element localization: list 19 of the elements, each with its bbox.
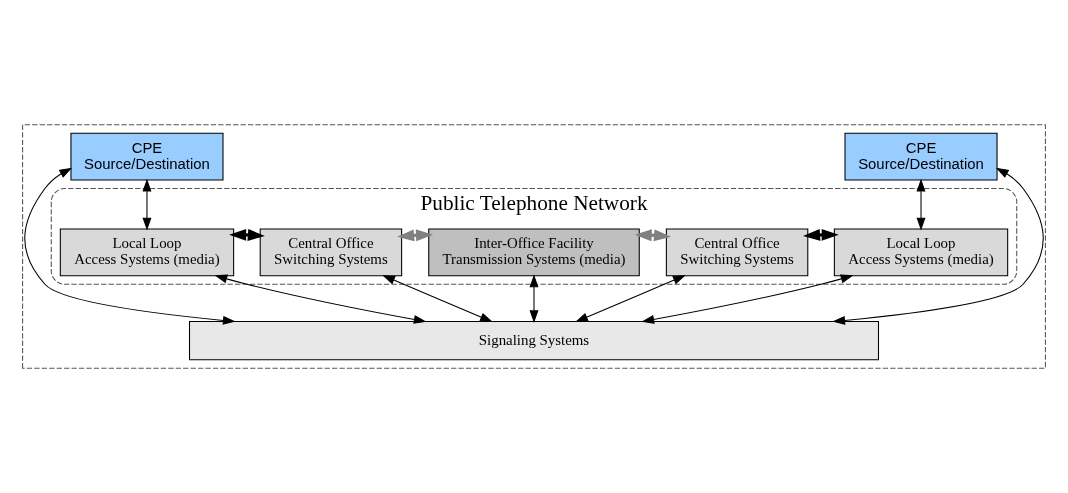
node-box: CPE Source/Destination xyxy=(70,132,224,181)
node-box: Inter-Office Facility Transmission Systems (media) xyxy=(428,228,640,277)
arrow xyxy=(529,274,539,323)
arrow xyxy=(397,229,434,242)
arrow xyxy=(916,178,926,231)
node-box: CPE Source/Destination xyxy=(844,132,998,181)
arrow xyxy=(382,275,493,323)
arrow xyxy=(142,178,152,231)
arrow xyxy=(634,229,671,242)
node-box: Signaling Systems xyxy=(189,320,879,361)
arrow xyxy=(229,228,265,241)
arrow xyxy=(641,274,854,324)
arrow xyxy=(214,274,427,324)
node-box: Central Office Switching Systems xyxy=(259,228,403,277)
node-box: Local Loop Access Systems (media) xyxy=(833,228,1009,277)
arrow xyxy=(803,228,839,241)
node-box: Central Office Switching Systems xyxy=(665,228,809,277)
arrow xyxy=(575,275,686,323)
node-box: Local Loop Access Systems (media) xyxy=(59,228,235,277)
